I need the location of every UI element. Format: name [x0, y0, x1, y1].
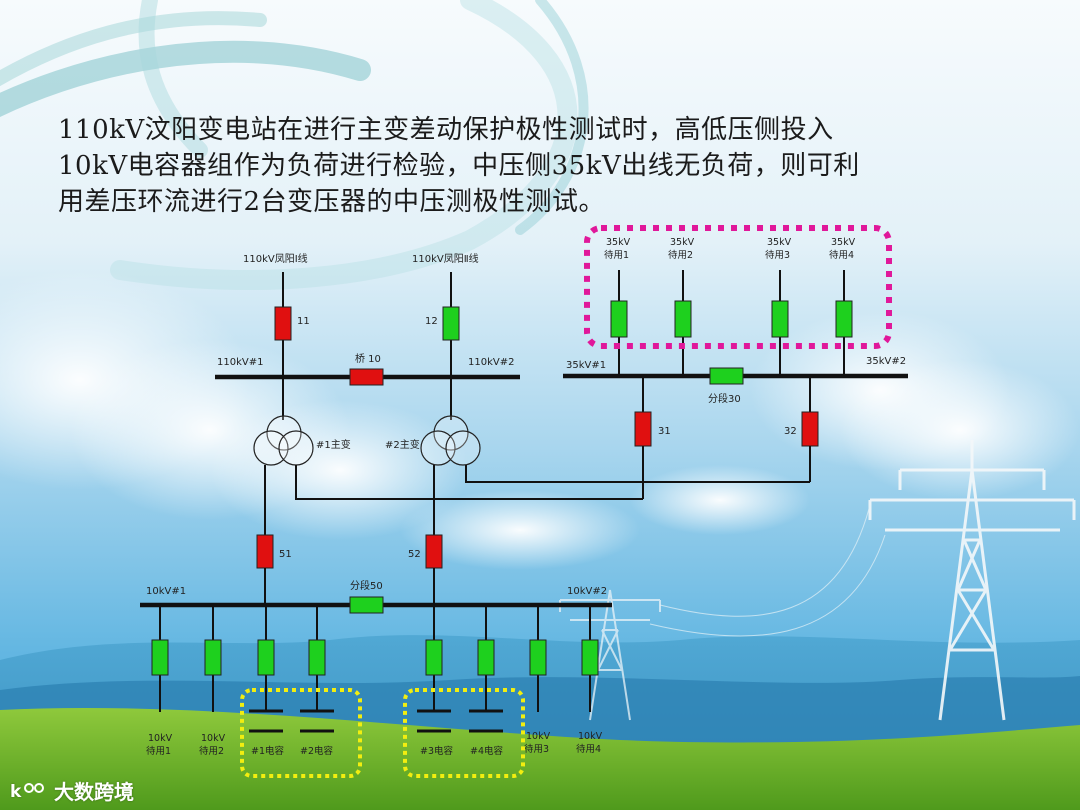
breaker-11 — [274, 306, 292, 341]
section-breaker-30-label: 分段30 — [708, 392, 741, 405]
section-35kv: 分段30 35kV#1 35kV#2 35kV 待用1 35kV 待用2 35k… — [563, 225, 908, 499]
breaker-52 — [425, 534, 443, 569]
transmission-tower-icon — [868, 440, 1076, 721]
breaker-11-label: 11 — [297, 316, 310, 327]
transformer-2-label: #2主变 — [385, 438, 420, 451]
feeder-10kv-1-breaker — [151, 639, 169, 676]
bus-110kv-2-label: 110kV#2 — [468, 357, 514, 368]
capacitor-3-breaker — [425, 639, 443, 676]
transformer-1 — [253, 415, 314, 466]
feeder-10kv-4-label-2: 待用4 — [576, 743, 601, 755]
breaker-52-label: 52 — [408, 549, 421, 560]
section-breaker-50-label: 分段50 — [350, 579, 383, 592]
bridge-breaker-10-label: 桥 10 — [355, 353, 381, 365]
feeder-35kv-2-label-2: 待用2 — [668, 249, 693, 261]
feeder-35kv-2-breaker — [674, 300, 692, 338]
capacitor-2-breaker — [308, 639, 326, 676]
feeder-35kv-4-label-1: 35kV — [831, 237, 856, 248]
heading-line-2: 10kV电容器组作为负荷进行检验，中压侧35kV出线无负荷，则可利 — [58, 151, 860, 181]
highlight-35kv-feeders — [584, 225, 892, 349]
feeder-35kv-2-label-1: 35kV — [670, 237, 695, 248]
feeder-10kv-2-label-1: 10kV — [201, 733, 226, 744]
highlight-capacitors-1-2 — [240, 688, 362, 778]
section-breaker-50 — [349, 596, 384, 614]
transmission-tower-icon — [559, 589, 661, 721]
bus-35kv-2-label: 35kV#2 — [866, 356, 906, 367]
feeder-35kv-1-breaker — [610, 300, 628, 338]
feeder-10kv-3: 10kV 待用3 — [524, 605, 551, 755]
breaker-12 — [442, 306, 460, 341]
breaker-51 — [256, 534, 274, 569]
feeder-10kv-3-breaker — [529, 639, 547, 676]
capacitor-3-label: #3电容 — [420, 745, 454, 757]
feeder-10kv-1-label-2: 待用1 — [146, 745, 171, 757]
breaker-31 — [634, 411, 652, 447]
capacitor-4-label: #4电容 — [470, 745, 504, 757]
feeder-10kv-1-label-1: 10kV — [148, 733, 173, 744]
feeder-35kv-1: 35kV 待用1 — [604, 237, 631, 376]
transformer-35kv-connections — [295, 465, 810, 500]
swoosh-decoration — [0, 0, 589, 290]
brand-logo-icon: k — [10, 782, 44, 802]
breaker-31-label: 31 — [658, 426, 671, 437]
line-label-110kv-1: 110kV凤阳Ⅰ线 — [243, 252, 308, 265]
bus-10kv-1-label: 10kV#1 — [146, 586, 186, 597]
feeder-35kv-4: 35kV 待用4 — [829, 237, 856, 376]
grass-field — [0, 707, 1080, 810]
transformer-2 — [420, 415, 481, 466]
heading-paragraph: 110kV汶阳变电站在进行主变差动保护极性测试时，高低压侧投入 10kV电容器组… — [58, 112, 1018, 220]
feeder-35kv-1-label-1: 35kV — [606, 237, 631, 248]
transformer-1-label: #1主变 — [316, 438, 351, 451]
bridge-breaker-10 — [349, 368, 384, 386]
heading-line-1: 110kV汶阳变电站在进行主变差动保护极性测试时，高低压侧投入 — [58, 115, 834, 145]
feeder-35kv-3-label-2: 待用3 — [765, 249, 790, 261]
bus-10kv-2-label: 10kV#2 — [567, 586, 607, 597]
breaker-51-label: 51 — [279, 549, 292, 560]
feeder-35kv-3-breaker — [771, 300, 789, 338]
capacitor-2-label: #2电容 — [300, 745, 334, 757]
feeder-35kv-4-label-2: 待用4 — [829, 249, 854, 261]
breaker-32 — [801, 411, 819, 447]
brand-text: 大数跨境 — [54, 780, 134, 804]
breaker-12-label: 12 — [425, 316, 438, 327]
svg-text:k: k — [10, 782, 22, 802]
section-breaker-30 — [709, 367, 744, 385]
brand-watermark: k 大数跨境 — [10, 776, 134, 805]
bus-110kv-1-label: 110kV#1 — [217, 357, 263, 368]
section-110kv: 110kV凤阳Ⅰ线 110kV凤阳Ⅱ线 11 12 桥 10 110kV#1 1… — [215, 252, 520, 420]
heading-line-3: 用差压环流进行2台变压器的中压测极性测试。 — [58, 187, 606, 217]
feeder-10kv-4: 10kV 待用4 — [576, 605, 603, 755]
capacitor-feeder-2: #2电容 — [300, 605, 334, 757]
feeder-35kv-3: 35kV 待用3 — [765, 237, 792, 376]
feeder-10kv-1: 10kV 待用1 — [146, 605, 173, 757]
feeder-35kv-4-breaker — [835, 300, 853, 338]
clouds — [0, 270, 1080, 570]
highlight-capacitors-3-4 — [403, 688, 525, 778]
feeder-10kv-3-label-2: 待用3 — [524, 743, 549, 755]
line-label-110kv-2: 110kV凤阳Ⅱ线 — [412, 252, 479, 265]
feeder-35kv-2: 35kV 待用2 — [668, 237, 695, 376]
feeder-10kv-2: 10kV 待用2 — [199, 605, 226, 757]
capacitor-feeder-4: #4电容 — [469, 605, 504, 757]
feeder-10kv-4-breaker — [581, 639, 599, 676]
capacitor-feeder-1: #1电容 — [249, 605, 285, 757]
capacitor-1-label: #1电容 — [251, 745, 285, 757]
feeder-35kv-3-label-1: 35kV — [767, 237, 792, 248]
feeder-10kv-4-label-1: 10kV — [578, 731, 603, 742]
feeder-10kv-2-breaker — [204, 639, 222, 676]
section-10kv: 51 52 分段50 10kV#1 10kV#2 10kV 待用1 10k — [140, 465, 612, 778]
feeder-35kv-1-label-2: 待用1 — [604, 249, 629, 261]
capacitor-4-breaker — [477, 639, 495, 676]
bus-35kv-1-label: 35kV#1 — [566, 360, 606, 371]
feeder-10kv-3-label-1: 10kV — [526, 731, 551, 742]
capacitor-1-breaker — [257, 639, 275, 676]
capacitor-feeder-3: #3电容 — [417, 605, 454, 757]
feeder-10kv-2-label-2: 待用2 — [199, 745, 224, 757]
breaker-32-label: 32 — [784, 426, 797, 437]
